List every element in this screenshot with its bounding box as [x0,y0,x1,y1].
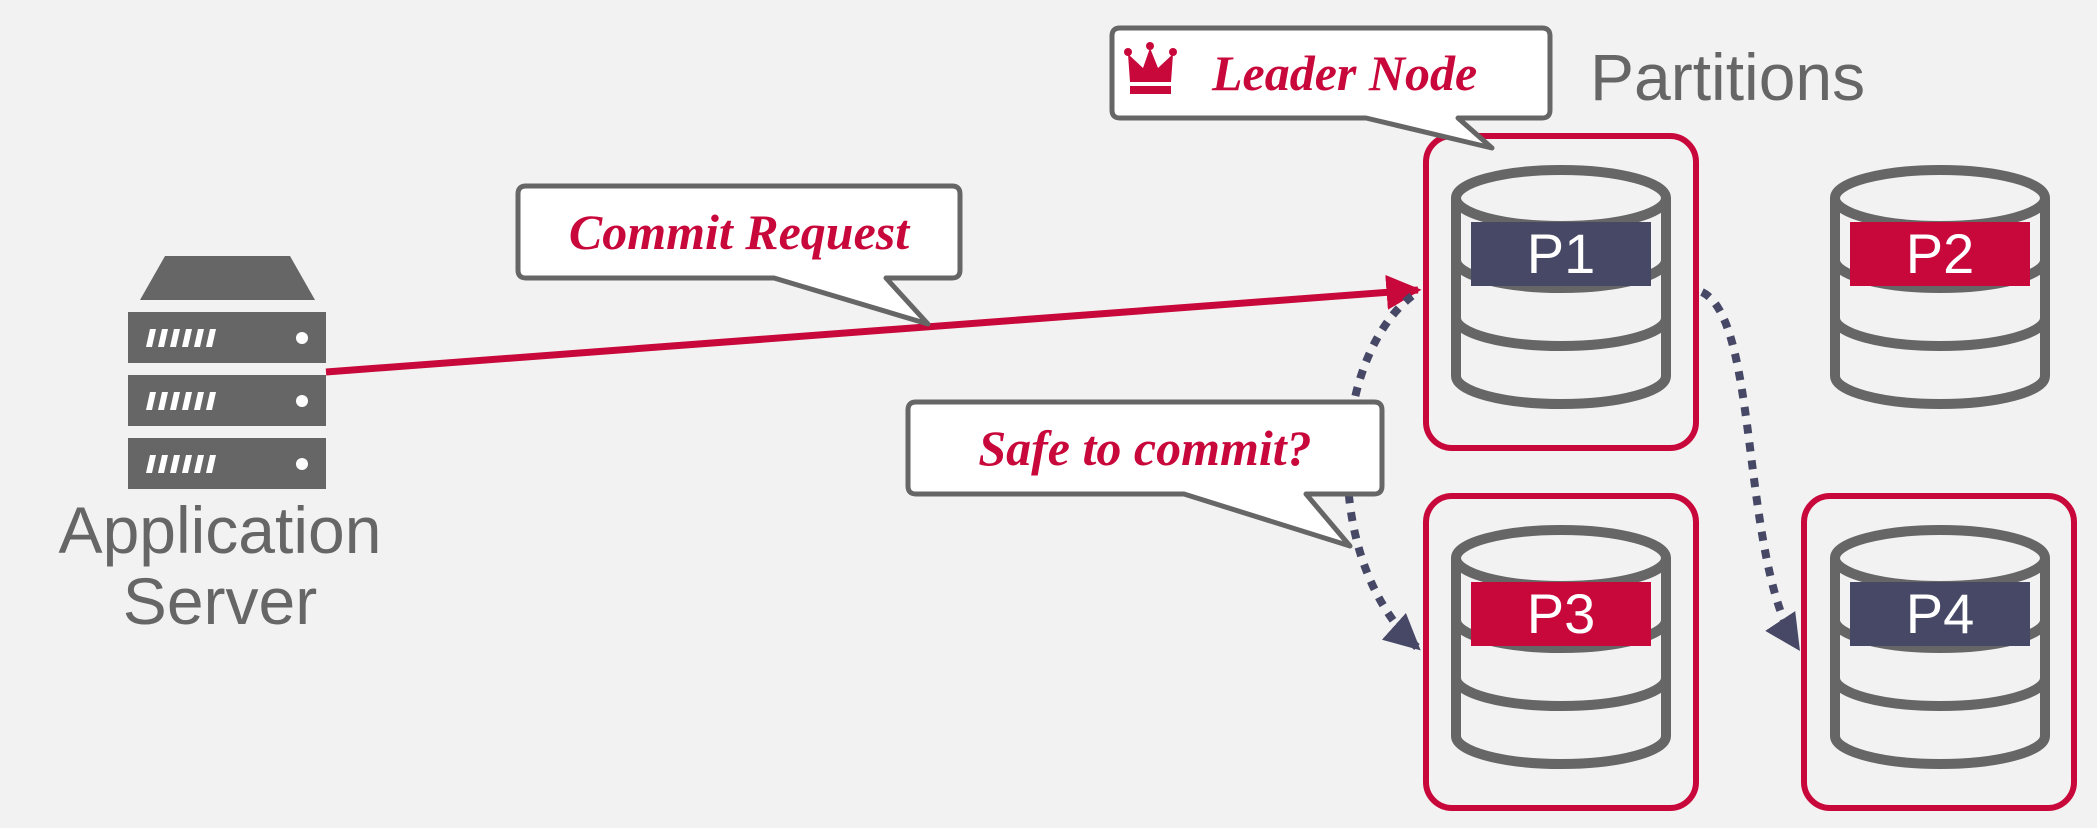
partition-label-box-p3 [1471,582,1651,646]
server-unit [128,438,326,489]
safe-to-commit-text: Safe to commit? [978,420,1311,476]
database-p2: P2 [1830,165,2050,409]
app-server-label-line2: Server [123,564,317,638]
server-unit [128,375,326,426]
leader-node-text: Leader Node [1211,45,1477,101]
partition-label-p3: P3 [1527,582,1596,645]
partition-label-p1: P1 [1527,222,1596,285]
leader-node-callout: Leader Node [1109,25,1553,151]
crown-icon [1124,42,1177,94]
app-server-label-line1: Application [59,493,382,567]
commit-request-arrow [325,274,1422,376]
partition-label-p4: P4 [1906,582,1975,645]
commit-request-callout: Commit Request [515,183,963,327]
database-p1: P1 [1451,165,1671,409]
dotted-arrow-p1-to-p4 [1699,288,1802,652]
server-unit [128,312,326,363]
partition-highlight-p3 [1423,493,1699,811]
safe-to-commit-callout: Safe to commit? [905,399,1385,549]
database-p4: P4 [1830,525,2050,769]
partition-label-box-p1 [1471,222,1651,286]
partitions-title: Partitions [1590,40,1865,114]
server-rack-icon [128,256,326,489]
partition-label-box-p4 [1850,582,2030,646]
partition-highlight-p1 [1423,133,1699,451]
database-p3: P3 [1451,525,1671,769]
partition-highlight-p4 [1801,493,2077,811]
partition-label-p2: P2 [1906,222,1975,285]
commit-request-text: Commit Request [569,204,911,260]
partition-label-box-p2 [1850,222,2030,286]
